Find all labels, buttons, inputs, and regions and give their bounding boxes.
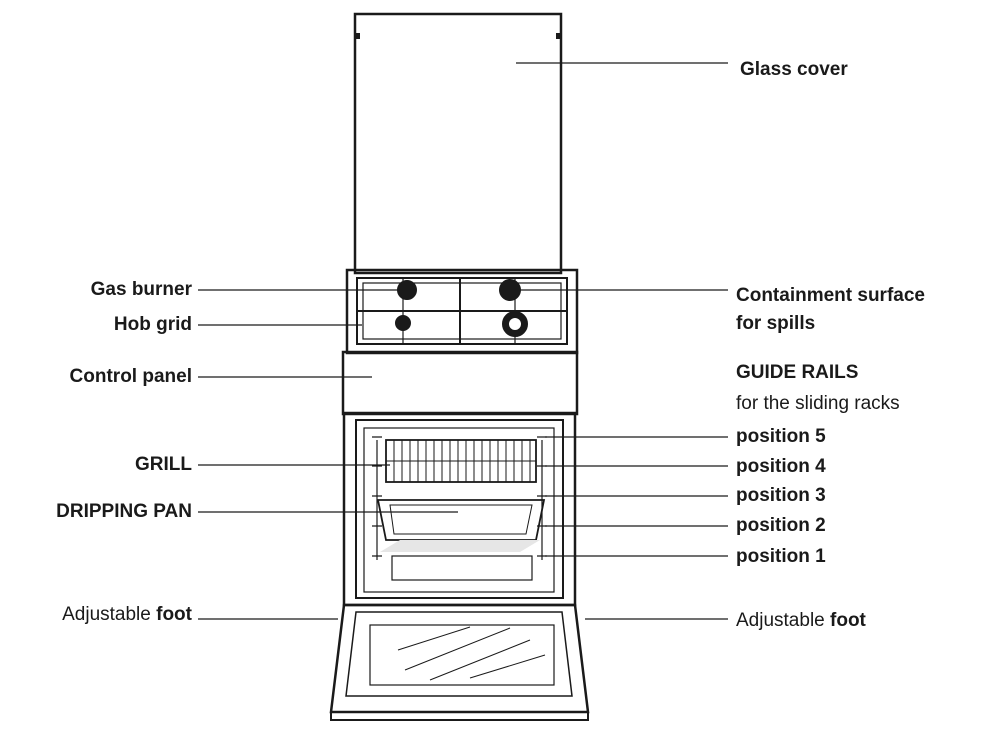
foot-left-bold: foot <box>156 604 192 625</box>
label-hob-grid: Hob grid <box>113 314 192 335</box>
oven-cavity <box>355 419 564 599</box>
label-gas-burner: Gas burner <box>90 279 192 300</box>
label-containment-line2: for spills <box>736 313 816 334</box>
label-control-panel: Control panel <box>69 366 192 387</box>
foot-right-bold: foot <box>830 610 866 631</box>
oven-body <box>342 411 577 607</box>
label-foot-left: Adjustable foot <box>62 604 192 626</box>
label-guide-rails-sub: for the sliding racks <box>736 393 900 414</box>
label-position-4: position 4 <box>736 456 826 477</box>
foot-right-prefix: Adjustable <box>736 610 825 631</box>
burner-back-right <box>499 279 521 301</box>
label-guide-rails: GUIDE RAILS <box>736 362 859 383</box>
label-dripping-pan: DRIPPING PAN <box>56 501 192 522</box>
foot-left-prefix: Adjustable <box>62 604 151 625</box>
label-position-2: position 2 <box>736 515 826 536</box>
burner-front-left <box>395 315 411 331</box>
label-grill: GRILL <box>135 454 192 475</box>
control-panel-strip <box>341 350 579 416</box>
label-position-5: position 5 <box>736 426 826 447</box>
label-glass-cover: Glass cover <box>740 59 848 80</box>
label-position-3: position 3 <box>736 485 826 506</box>
burner-back-left <box>397 280 417 300</box>
label-position-1: position 1 <box>736 546 826 567</box>
label-foot-right: Adjustable foot <box>736 610 866 632</box>
label-containment-line1: Containment surface <box>736 285 925 306</box>
glass-cover-panel <box>353 12 563 275</box>
